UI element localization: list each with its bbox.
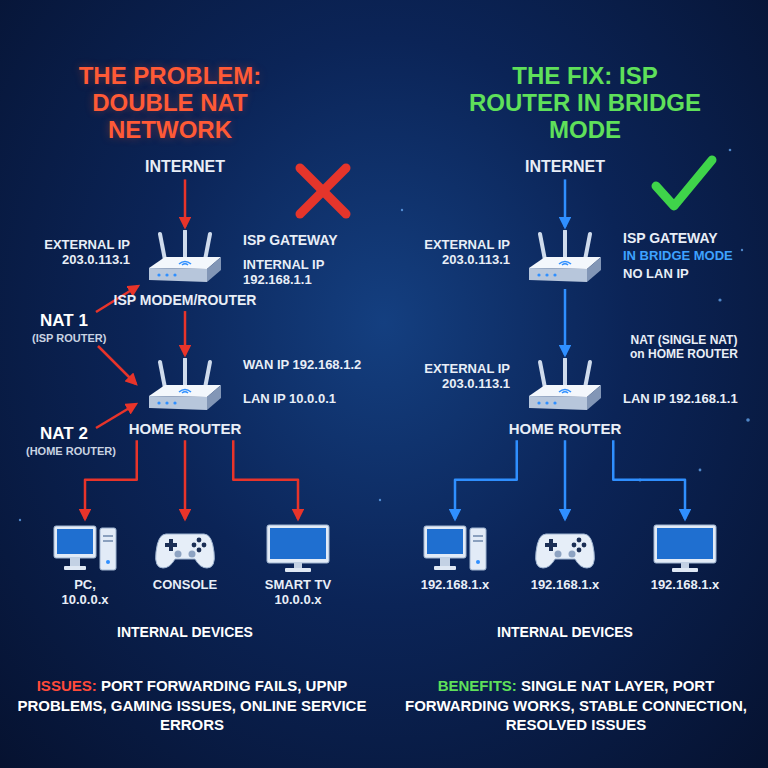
red-cross [300, 168, 346, 214]
connector-arrow [233, 440, 298, 519]
green-check [656, 160, 712, 206]
router-icon [145, 358, 225, 414]
device-label: 192.168.1.x [421, 578, 490, 593]
group-label: INTERNAL DEVICES [465, 624, 665, 640]
benefits-box: BENEFITS: SINGLE NAT LAYER, PORT FORWARD… [398, 676, 754, 735]
device-pc: PC, 10.0.0.x [52, 522, 118, 608]
connector-arrow [184, 440, 187, 519]
device-label: PC, 10.0.0.x [54, 578, 116, 608]
home-router: WAN IP 192.168.1.2LAN IP 10.0.0.1HOME RO… [129, 358, 242, 437]
issues-heading: ISSUES: [37, 677, 97, 694]
router-caption: ISP MODEM/ROUTER [114, 292, 257, 308]
pc-icon [52, 522, 118, 574]
ip-label: EXTERNAL IP 203.0.113.1 [30, 238, 130, 268]
isp-router: EXTERNAL IP 203.0.113.1ISP GATEWAYINTERN… [114, 230, 257, 308]
ip-label: LAN IP 10.0.0.1 [243, 392, 363, 407]
nat-label: NAT 2 [40, 424, 88, 444]
device-tv: SMART TV 10.0.0.x [258, 522, 338, 608]
ip-label: LAN IP 192.168.1.1 [623, 392, 743, 407]
router-name: ISP GATEWAY [243, 232, 373, 248]
device-label: SMART TV 10.0.0.x [258, 578, 338, 608]
ip-label: NO LAN IP [623, 267, 763, 282]
ip-label: WAN IP 192.168.1.2 [243, 358, 363, 373]
tv-icon [652, 522, 718, 574]
connector-arrow [184, 311, 187, 355]
internet-node: INTERNET [525, 158, 605, 176]
device-label: 192.168.1.x [651, 578, 720, 593]
problem-heading: THE PROBLEM: DOUBLE NAT NETWORK [45, 62, 295, 143]
nat-label: NAT 1 [40, 311, 88, 331]
connector-arrow [455, 440, 517, 519]
router-icon [525, 358, 605, 414]
device-label: 192.168.1.x [531, 578, 600, 593]
router-caption: HOME ROUTER [129, 420, 242, 437]
internet-label: INTERNET [145, 158, 225, 176]
pc-icon [422, 522, 488, 574]
fix-heading: THE FIX: ISP ROUTER IN BRIDGE MODE [460, 62, 710, 143]
isp-gateway-bridge: EXTERNAL IP 203.0.113.1ISP GATEWAYIN BRI… [525, 230, 605, 286]
spacer [97, 677, 101, 694]
nat-note: NAT (SINGLE NAT) on HOME ROUTER [623, 334, 745, 362]
benefits-heading: BENEFITS: [438, 677, 517, 694]
connector-arrow [564, 440, 567, 519]
router-icon [525, 230, 605, 286]
nat-sublabel: (HOME ROUTER) [26, 445, 116, 458]
group-label: INTERNAL DEVICES [85, 624, 285, 640]
connector-arrow [564, 289, 567, 355]
console-icon [532, 522, 598, 574]
ip-label: INTERNAL IP 192.168.1.1 [243, 258, 363, 288]
device-tv: 192.168.1.x [651, 522, 720, 593]
spacer [517, 677, 521, 694]
internet-label: INTERNET [525, 158, 605, 176]
connector-arrow [184, 179, 187, 227]
console-icon [152, 522, 218, 574]
device-label: CONSOLE [153, 578, 217, 593]
mode-label: IN BRIDGE MODE [623, 249, 763, 264]
home-router: EXTERNAL IP 203.0.113.1NAT (SINGLE NAT) … [509, 358, 622, 437]
sparkles [19, 149, 750, 522]
router-name: ISP GATEWAY [623, 230, 763, 246]
ip-label: EXTERNAL IP 203.0.113.1 [410, 238, 510, 268]
connector-arrow [564, 179, 567, 227]
ip-label: EXTERNAL IP 203.0.113.1 [410, 362, 510, 392]
device-console: 192.168.1.x [531, 522, 600, 593]
connector-arrow [613, 440, 685, 519]
issues-box: ISSUES: PORT FORWARDING FAILS, UPNP PROB… [14, 676, 370, 735]
internet-node: INTERNET [145, 158, 225, 176]
device-pc: 192.168.1.x [421, 522, 490, 593]
router-caption: HOME ROUTER [509, 420, 622, 437]
nat-sublabel: (ISP ROUTER) [32, 332, 106, 345]
device-console: CONSOLE [152, 522, 218, 593]
tv-icon [265, 522, 331, 574]
router-icon [145, 230, 225, 286]
